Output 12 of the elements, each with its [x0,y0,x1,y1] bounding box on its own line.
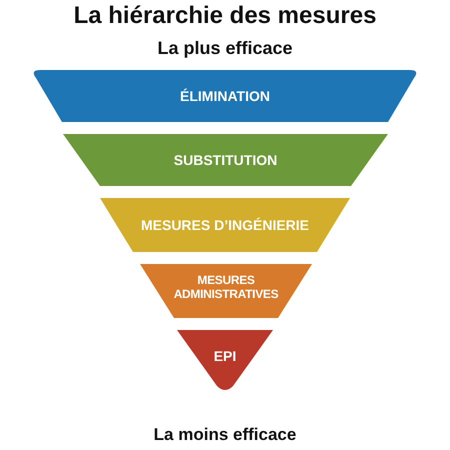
bottom-label: La moins efficace [154,425,296,445]
band-label: EPI [214,348,236,364]
diagram-title: La hiérarchie des mesures [74,2,376,30]
hierarchy-band [63,134,388,186]
band-label: SUBSTITUTION [174,152,278,168]
top-label: La plus efficace [157,38,293,59]
band-label: ÉLIMINATION [180,88,270,104]
hierarchy-band [100,198,350,252]
band-label: MESURES ADMINISTRATIVES [174,274,278,302]
band-label: MESURES D’INGÉNIERIE [140,216,310,234]
hierarchy-band [177,330,273,392]
hierarchy-band [140,264,312,318]
